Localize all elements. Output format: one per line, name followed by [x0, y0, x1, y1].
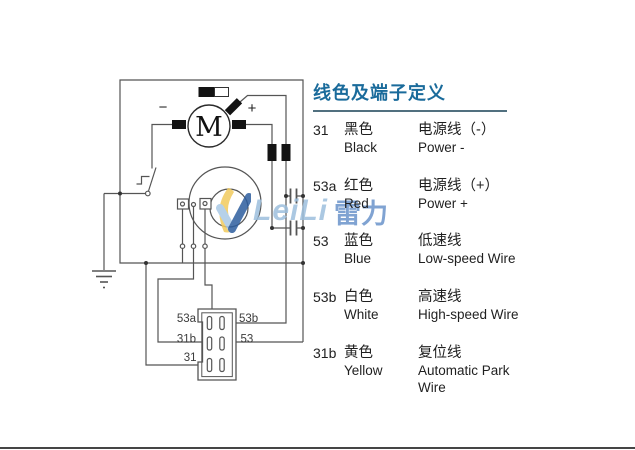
wire-color: 黑色 Black	[344, 121, 418, 157]
pin-label-53b: 53b	[239, 313, 258, 325]
pin-label-53a: 53a	[177, 313, 197, 325]
motor-label: M	[195, 112, 223, 143]
wire-color-en: Black	[344, 140, 378, 156]
legend-row-53a: 53a 红色 Red 电源线（+） Power +	[313, 177, 523, 213]
terminal-code: 31	[313, 122, 329, 138]
wire-function: 低速线 Low-speed Wire	[418, 232, 522, 268]
wire-color-cn: 红色	[344, 177, 373, 194]
wires	[103, 94, 303, 366]
pin-label-31b: 31b	[177, 334, 196, 346]
minus-sign: −	[159, 99, 168, 116]
legend-row-31: 31 黑色 Black 电源线（-） Power -	[313, 121, 523, 157]
page-bottom-border	[0, 447, 635, 449]
wire-color-cn: 黑色	[344, 122, 373, 138]
legend-title: 线色及端子定义	[313, 83, 446, 103]
wire-color: 黄色 Yellow	[344, 344, 418, 380]
wire-color-en: White	[344, 307, 379, 323]
wire-function-en: Automatic Park Wire	[418, 362, 510, 396]
wire-color-en: Blue	[344, 251, 372, 267]
wire-function-en: Power -	[418, 140, 465, 156]
motor-housing-outline	[119, 79, 304, 342]
plus-sign: +	[248, 100, 257, 117]
legend-row-31b: 31b 黄色 Yellow 复位线 Automatic Park Wire	[313, 344, 523, 397]
wire-color: 蓝色 Blue	[344, 232, 418, 268]
wire-function: 电源线（-） Power -	[418, 121, 522, 157]
wire-function-en: High-speed Wire	[418, 307, 519, 323]
wire-function-cn: 电源线（+）	[418, 177, 499, 194]
wire-color-cn: 黄色	[344, 344, 373, 361]
wire-color-en: Yellow	[344, 362, 383, 378]
terminal-code: 53	[313, 233, 329, 250]
wire-color-cn: 蓝色	[344, 233, 373, 250]
legend-row-53: 53 蓝色 Blue 低速线 Low-speed Wire	[313, 232, 523, 268]
legend-divider	[313, 110, 507, 112]
terminal-code: 53a	[313, 177, 337, 194]
wire-function: 电源线（+） Power +	[418, 177, 522, 213]
terminal-code: 31b	[313, 344, 337, 361]
wire-function-en: Low-speed Wire	[418, 251, 516, 267]
wire-function-cn: 电源线（-）	[418, 122, 496, 138]
wire-function-en: Power +	[418, 195, 468, 211]
legend-panel: 线色及端子定义 31 黑色 Black 电源线（-） Power - 53a 红…	[313, 79, 523, 397]
wire-color: 红色 Red	[344, 177, 418, 213]
park-switch-icon	[136, 167, 157, 197]
junction-dots	[118, 191, 305, 265]
wire-color: 白色 White	[344, 288, 418, 324]
wire-function-cn: 低速线	[418, 233, 462, 250]
ground-icon	[92, 270, 116, 289]
wire-color-en: Red	[344, 195, 369, 211]
motor-icon: M − +	[159, 87, 257, 148]
pin-label-31: 31	[184, 352, 197, 364]
legend-row-53b: 53b 白色 White 高速线 High-speed Wire	[313, 288, 523, 324]
pin-label-53: 53	[241, 334, 254, 346]
wire-function-cn: 复位线	[418, 344, 462, 361]
wire-color-cn: 白色	[344, 289, 373, 306]
wire-function: 高速线 High-speed Wire	[418, 288, 522, 324]
terminal-code: 53b	[313, 289, 337, 306]
wire-function-cn: 高速线	[418, 289, 462, 306]
wire-function: 复位线 Automatic Park Wire	[418, 344, 522, 397]
choke-icon	[267, 144, 291, 161]
connector-block: 53a 53b 31b 53 31	[177, 308, 258, 381]
